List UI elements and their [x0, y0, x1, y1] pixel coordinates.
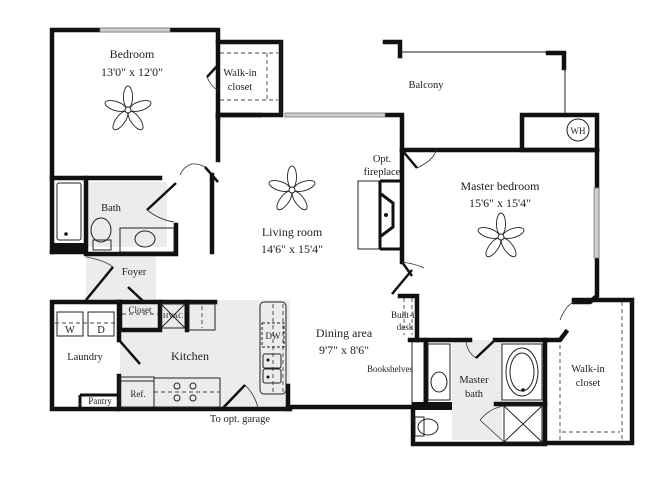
laundry-door[interactable]: [118, 339, 141, 365]
refrigerator-label: Ref.: [130, 389, 145, 399]
dryer: [87, 311, 115, 337]
bedroom-size: 13'0" x 12'0": [101, 65, 163, 79]
ceiling-fan-icon: [104, 85, 152, 131]
kitchen-label: Kitchen: [171, 349, 209, 363]
bookshelves-label: Bookshelves: [367, 364, 413, 374]
bookshelves: [411, 340, 425, 406]
laundry: W D Laundry Pantry: [49, 299, 293, 412]
walkin-closet-1-label: Walk-in: [223, 68, 257, 79]
foyer-door-swing: [85, 256, 114, 268]
balcony: Balcony: [280, 39, 567, 115]
closet-hvac: Closet HVAC: [117, 299, 216, 333]
sink-icon: [430, 371, 448, 393]
garage-door-swing: [244, 384, 259, 409]
master-bath-door[interactable]: [475, 339, 496, 359]
master-bath-label-2: bath: [465, 389, 484, 400]
balcony-label: Balcony: [409, 80, 445, 91]
bedroom-window: [99, 27, 171, 33]
foyer-label: Foyer: [122, 267, 147, 278]
sliding-door: [284, 112, 386, 118]
master-bath-label: Master: [459, 375, 489, 386]
foyer-floor: [86, 255, 156, 305]
vanity: [427, 343, 451, 401]
garage-exit-label[interactable]: To opt. garage: [210, 414, 271, 425]
master-bath-door-swing: [465, 340, 477, 359]
washer-label: W: [65, 325, 75, 336]
fireplace-label-2: fireplace: [364, 167, 401, 178]
laundry-label: Laundry: [67, 352, 103, 363]
walkin-closet-2-label-2: closet: [576, 378, 601, 389]
dining-area: Dining area 9'7" x 8'6": [285, 326, 416, 410]
builtin-desk-label: Built-in: [391, 310, 420, 320]
bedroom-door-swing: [179, 163, 206, 176]
kitchen: Ref. DW Kitchen To opt. garage: [119, 301, 291, 425]
bathtub-icon: [56, 182, 82, 241]
water-heater-closet: WH: [519, 112, 600, 153]
kitchen-island-counter: [259, 301, 287, 395]
garage-door[interactable]: [221, 384, 246, 410]
dishwasher-label: DW: [266, 331, 281, 341]
master-bedroom-label: Master bedroom: [461, 179, 541, 193]
toilet-icon: [417, 418, 439, 436]
closet-label: Closet: [128, 305, 152, 315]
dining-area-label: Dining area: [316, 326, 373, 340]
bath-door-swing: [146, 209, 175, 223]
builtin-desk: Built-in desk Bookshelves: [367, 293, 425, 406]
sink-icon: [262, 353, 282, 369]
master-bedroom-side-door[interactable]: [400, 261, 414, 277]
kitchen-floor: [120, 300, 290, 408]
dining-area-size: 9'7" x 8'6": [319, 343, 369, 357]
master-bedroom-door[interactable]: [401, 149, 418, 169]
living-room: Living room 14'6" x 15'4": [215, 112, 600, 265]
bath-door[interactable]: [146, 182, 177, 211]
water-heater-icon: [566, 118, 590, 142]
bedroom-label: Bedroom: [110, 47, 155, 61]
hvac-label: HVAC: [163, 311, 183, 320]
master-window: [593, 187, 600, 259]
bath-label: Bath: [101, 203, 122, 214]
master-bedroom: Master bedroom 15'6" x 15'4": [391, 147, 600, 305]
washer: [56, 311, 84, 337]
master-bedroom-door-2[interactable]: [391, 269, 413, 295]
bedroom-door[interactable]: [204, 166, 219, 183]
closet-door[interactable]: [127, 286, 145, 303]
foyer-entry-door[interactable]: [85, 266, 114, 301]
walkin-closet-1-label-2: closet: [228, 82, 253, 93]
dishwasher: [261, 322, 285, 348]
bath: Bath: [52, 175, 179, 257]
water-heater-label: WH: [571, 126, 586, 136]
fireplace-label: Opt.: [373, 154, 391, 165]
ceiling-fan-icon: [477, 212, 525, 258]
stove-icon: [173, 382, 197, 402]
ceiling-fan-icon: [268, 165, 316, 211]
closet-door[interactable]: [206, 64, 219, 78]
foyer: Foyer: [85, 256, 147, 303]
living-room-size: 14'6" x 15'4": [261, 242, 323, 256]
walkin-closet-2: Walk-in closet: [542, 297, 635, 446]
dryer-label: D: [97, 325, 105, 336]
sink-icon: [134, 230, 156, 248]
master-bedroom-size: 15'6" x 15'4": [469, 196, 531, 210]
living-room-label: Living room: [262, 225, 323, 239]
master-side-door-swing: [401, 261, 425, 269]
toilet-icon: [90, 217, 112, 243]
closet-door-swing: [206, 76, 219, 91]
bathtub-icon: [501, 343, 543, 401]
walkin-closet-2-label: Walk-in: [571, 364, 605, 375]
shower: [503, 405, 543, 443]
vanity: [119, 227, 175, 253]
optional-fireplace: Opt. fireplace: [357, 154, 401, 251]
counter: [153, 377, 221, 408]
master-door-swing: [416, 149, 437, 169]
builtin-desk-label-2: desk: [397, 322, 414, 332]
pantry-label: Pantry: [88, 396, 112, 406]
master-bath: Master bath: [407, 337, 548, 447]
